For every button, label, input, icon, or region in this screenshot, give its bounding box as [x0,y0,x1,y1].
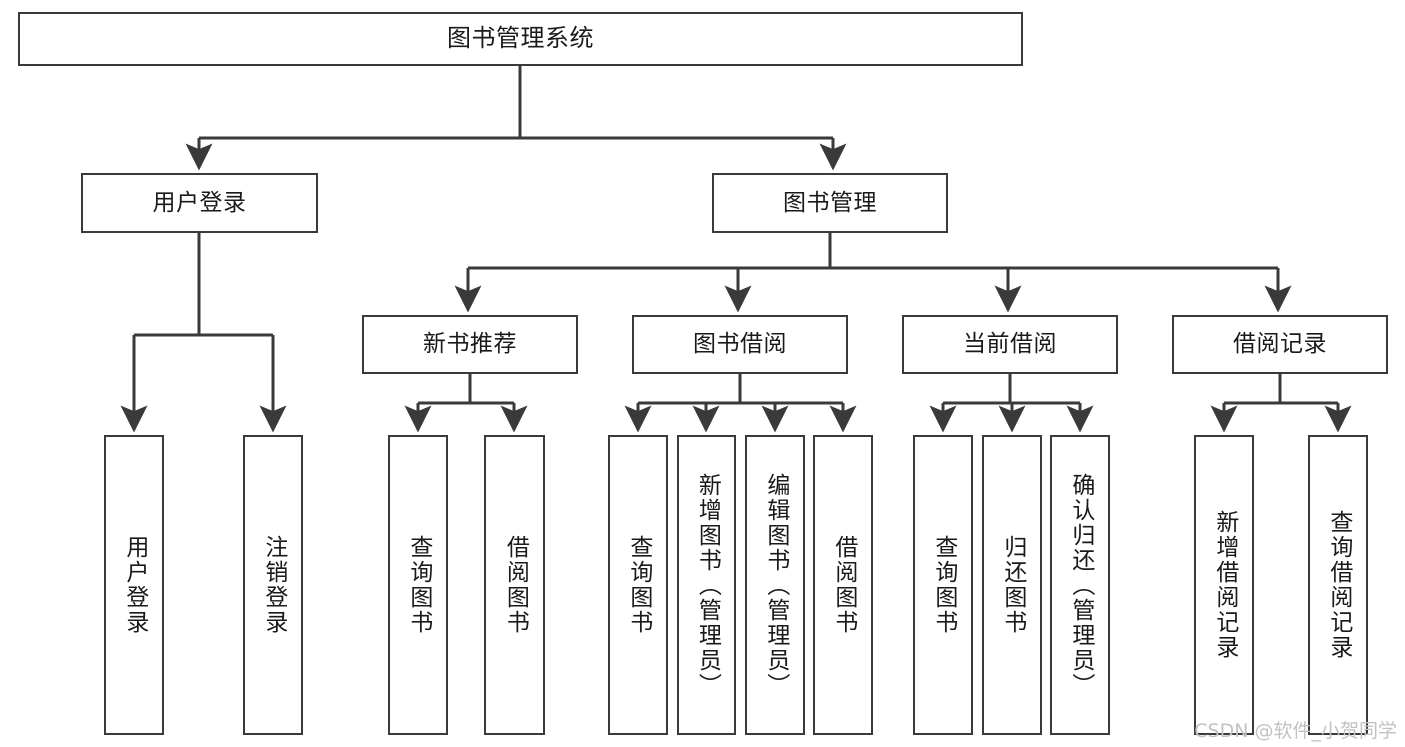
node-label: 当前借阅 [963,331,1057,358]
node-label: 查询图书 [405,535,432,635]
node-label: 图书管理 [783,189,877,216]
leaf-add-book-admin[interactable]: 新增图书（管理员） [677,435,736,735]
node-label: 用户登录 [121,535,148,635]
node-label: 新增借阅记录 [1211,510,1238,660]
node-user-login[interactable]: 用户登录 [81,173,318,233]
leaf-query-book-recommend[interactable]: 查询图书 [388,435,448,735]
leaf-user-login[interactable]: 用户登录 [104,435,164,735]
node-label: 借阅图书 [830,535,857,635]
node-label: 查询图书 [625,535,652,635]
node-new-book-recommend[interactable]: 新书推荐 [362,315,578,374]
leaf-user-logout[interactable]: 注销登录 [243,435,303,735]
node-label: 新书推荐 [423,331,517,358]
node-label: 归还图书 [999,535,1026,635]
node-label: 用户登录 [152,189,247,216]
node-label: 借阅图书 [502,535,529,635]
leaf-confirm-return-admin[interactable]: 确认归还（管理员） [1050,435,1110,735]
leaf-edit-book-admin[interactable]: 编辑图书（管理员） [745,435,805,735]
node-borrow-record[interactable]: 借阅记录 [1172,315,1388,374]
node-book-borrow[interactable]: 图书借阅 [632,315,848,374]
leaf-query-borrow-record[interactable]: 查询借阅记录 [1308,435,1368,735]
node-current-borrow[interactable]: 当前借阅 [902,315,1118,374]
node-label: 编辑图书（管理员） [762,472,789,698]
leaf-query-book-borrow[interactable]: 查询图书 [608,435,668,735]
watermark-text: CSDN @软件_小贺同学 [1194,720,1397,742]
leaf-add-borrow-record[interactable]: 新增借阅记录 [1194,435,1254,735]
leaf-return-book[interactable]: 归还图书 [982,435,1042,735]
node-label: 图书管理系统 [447,24,594,53]
node-label: 查询图书 [930,535,957,635]
node-label: 查询借阅记录 [1325,510,1352,660]
node-label: 新增图书（管理员） [694,472,721,698]
node-book-management[interactable]: 图书管理 [712,173,948,233]
leaf-query-book-current[interactable]: 查询图书 [913,435,973,735]
node-label: 借阅记录 [1233,331,1327,358]
leaf-borrow-book-recommend[interactable]: 借阅图书 [484,435,545,735]
node-root-system[interactable]: 图书管理系统 [18,12,1023,66]
node-label: 注销登录 [260,535,287,635]
node-label: 确认归还（管理员） [1067,472,1094,698]
node-label: 图书借阅 [693,331,787,358]
leaf-lend-book[interactable]: 借阅图书 [813,435,873,735]
